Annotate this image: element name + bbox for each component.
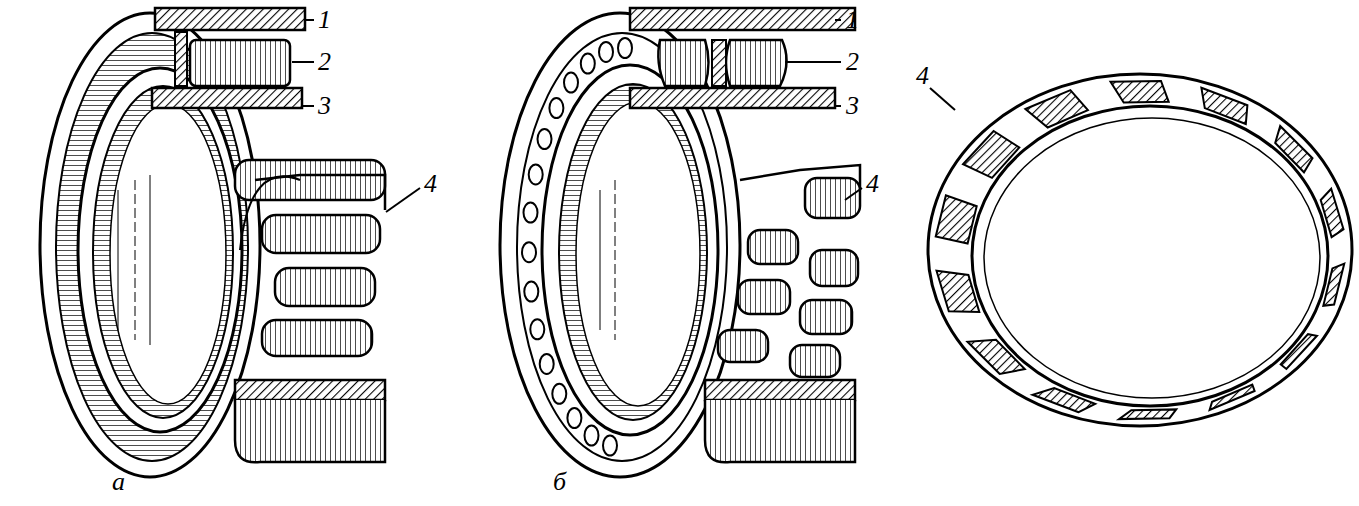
- roller-bearing-a: [40, 8, 385, 477]
- callout-number: 3: [318, 92, 331, 120]
- roller-ball: [585, 426, 599, 446]
- figure-letter: б: [553, 468, 566, 496]
- cage-window: [936, 195, 977, 243]
- leader-lines: [292, 20, 955, 212]
- callout-number: 1: [318, 6, 331, 34]
- roller-ball: [567, 408, 581, 428]
- roller-ball: [522, 242, 536, 262]
- roller-ball: [524, 282, 538, 302]
- roller-ball: [552, 384, 566, 404]
- cage-window: [1111, 81, 1169, 103]
- roller-ball: [530, 319, 544, 339]
- cage-window: [1119, 409, 1176, 419]
- roller-ball: [549, 98, 563, 118]
- roller-ball: [581, 54, 595, 74]
- callout-number: 2: [318, 48, 331, 76]
- callout-number: 2: [846, 48, 859, 76]
- callout-number: 4: [424, 170, 437, 198]
- roller-ball: [540, 354, 554, 374]
- roller-ball: [599, 42, 613, 62]
- callout-number: 4: [866, 170, 879, 198]
- roller-ball: [529, 164, 543, 184]
- callout-number: 4: [916, 62, 929, 90]
- roller-cage: [928, 74, 1352, 426]
- roller-ball: [564, 73, 578, 93]
- roller-ball: [603, 436, 617, 456]
- roller-ball: [538, 129, 552, 149]
- callout-number: 3: [846, 92, 859, 120]
- roller-ball: [524, 203, 538, 223]
- figure-letter: а: [112, 468, 125, 496]
- callout-number: 1: [846, 6, 859, 34]
- roller-bearing-b: [500, 8, 860, 477]
- roller-ball: [618, 38, 632, 58]
